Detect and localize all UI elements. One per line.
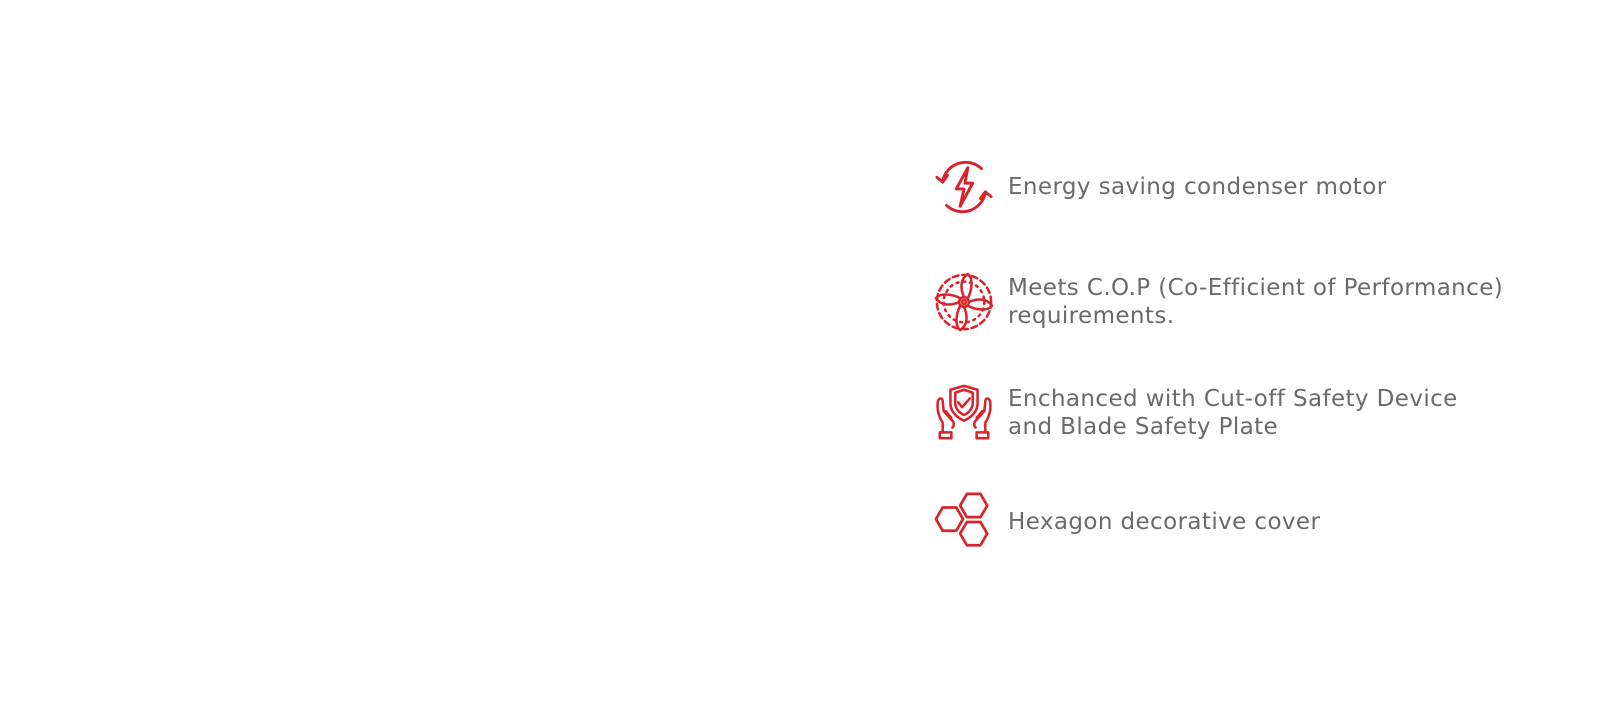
feature-line: and Blade Safety Plate bbox=[1008, 414, 1279, 440]
feature-energy-saving: Energy saving condenser motor bbox=[932, 155, 1552, 219]
hands-shield-icon bbox=[932, 381, 996, 445]
energy-cycle-icon bbox=[932, 155, 996, 219]
feature-safety-device: Enchanced with Cut-off Safety Device and… bbox=[932, 381, 1552, 445]
feature-cop: Meets C.O.P (Co-Efficient of Performance… bbox=[932, 270, 1552, 334]
hexagon-cluster-icon bbox=[932, 490, 996, 554]
feature-line: requirements. bbox=[1008, 303, 1175, 329]
feature-line: Energy saving condenser motor bbox=[1008, 174, 1387, 200]
feature-text: Energy saving condenser motor bbox=[1008, 173, 1387, 201]
feature-line: Hexagon decorative cover bbox=[1008, 509, 1321, 535]
fan-blade-icon bbox=[932, 270, 996, 334]
feature-text: Meets C.O.P (Co-Efficient of Performance… bbox=[1008, 274, 1503, 330]
feature-line: Meets C.O.P (Co-Efficient of Performance… bbox=[1008, 275, 1504, 301]
feature-text: Enchanced with Cut-off Safety Device and… bbox=[1008, 385, 1458, 441]
feature-line: Enchanced with Cut-off Safety Device bbox=[1008, 386, 1458, 412]
feature-hexagon-cover: Hexagon decorative cover bbox=[932, 490, 1552, 554]
feature-text: Hexagon decorative cover bbox=[1008, 508, 1320, 536]
